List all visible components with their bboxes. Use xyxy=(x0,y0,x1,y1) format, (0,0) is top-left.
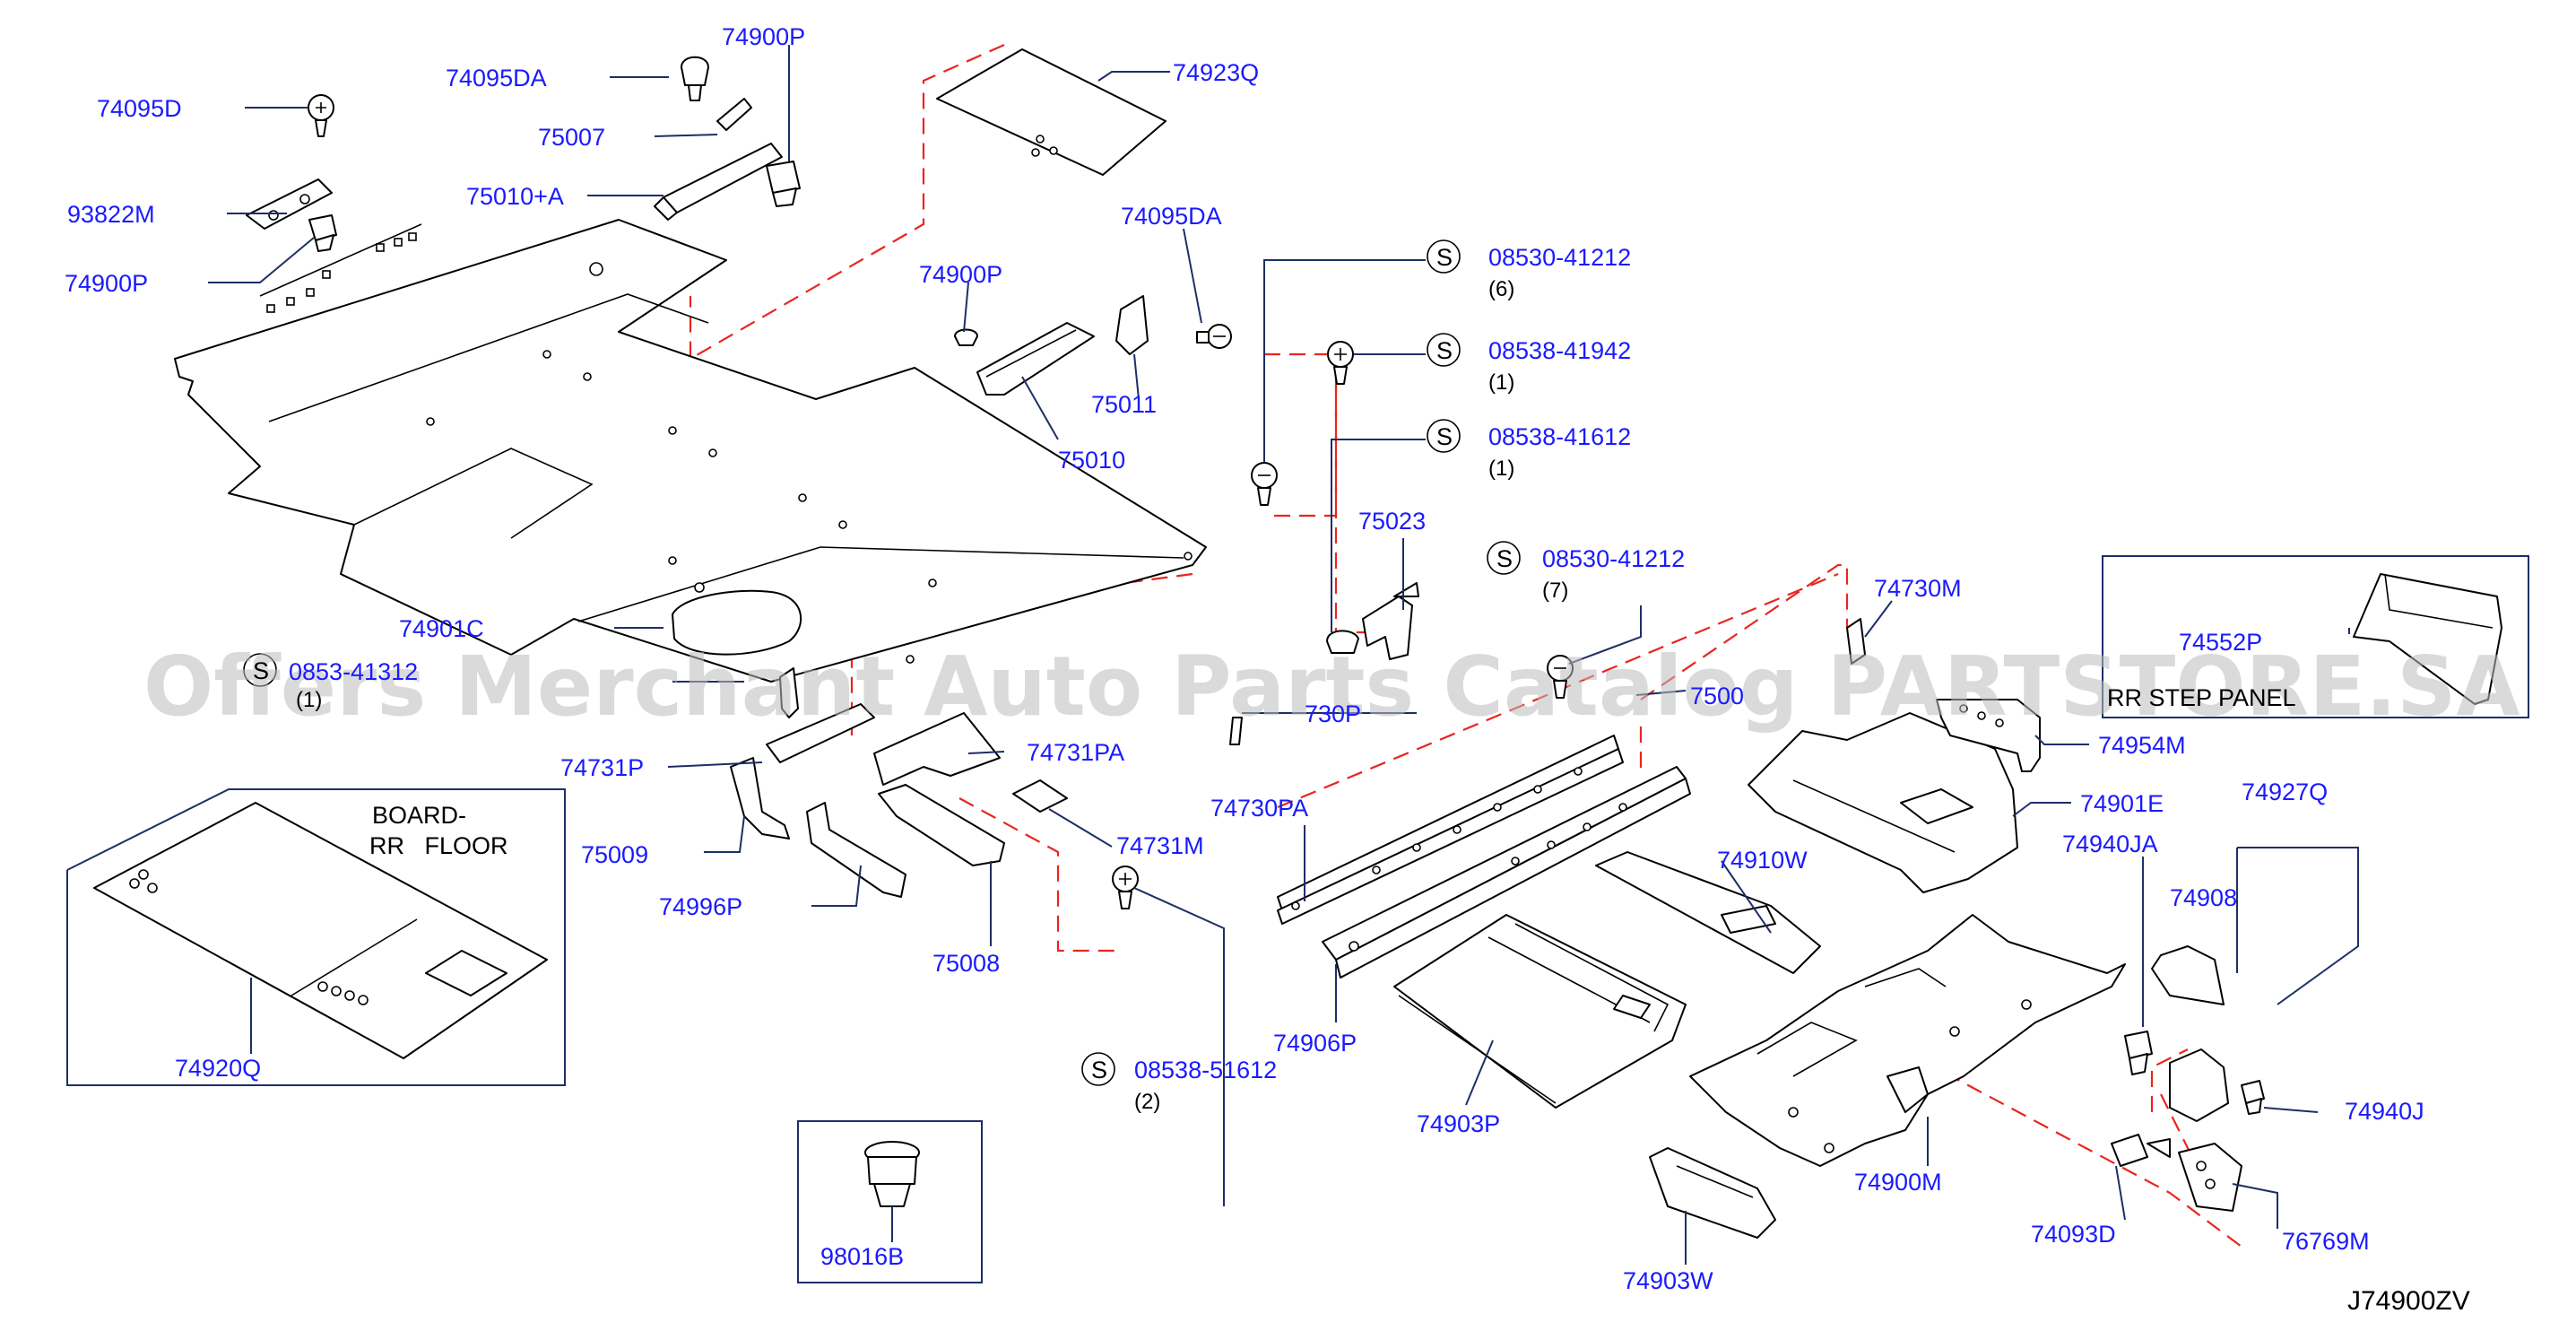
screw-marker-4 xyxy=(1487,541,1521,575)
label-76769m[interactable]: 76769M xyxy=(2282,1228,2370,1255)
label-74906p[interactable]: 74906P xyxy=(1273,1030,1357,1057)
label-74908[interactable]: 74908 xyxy=(2170,884,2237,911)
label-74730pa[interactable]: 74730PA xyxy=(1210,795,1308,822)
screw-part-1[interactable]: 08530-41212 xyxy=(1488,244,1631,271)
pad-74923q xyxy=(936,48,1167,176)
screw-labels: S 08530-41212 (6) S 08538-41942 (1) S 08… xyxy=(253,244,1685,1114)
screw-qty-2: (1) xyxy=(1488,370,1514,395)
label-74927q[interactable]: 74927Q xyxy=(2242,779,2328,805)
label-74731p[interactable]: 74731P xyxy=(560,754,644,781)
label-74903w[interactable]: 74903W xyxy=(1623,1267,1713,1294)
panel-74903w xyxy=(1649,1147,1776,1239)
rr-step-panel-box xyxy=(2102,555,2529,718)
screw-marker-3 xyxy=(1427,419,1461,453)
screw-part-6[interactable]: 0853-41312 xyxy=(289,658,418,685)
label-74731m[interactable]: 74731M xyxy=(1116,832,1204,859)
screw-part-4[interactable]: 08530-41212 xyxy=(1542,545,1685,572)
lower-floor-74900m xyxy=(1689,914,2126,1167)
label-74996p[interactable]: 74996P xyxy=(659,893,742,920)
label-74954m[interactable]: 74954M xyxy=(2098,732,2186,759)
floor-carpet-74901c xyxy=(174,219,1207,683)
label-74095da-a[interactable]: 74095DA xyxy=(446,65,547,91)
brackets-74731 xyxy=(730,703,1139,909)
label-74901e[interactable]: 74901E xyxy=(2080,790,2164,817)
label-74901c[interactable]: 74901C xyxy=(399,615,484,642)
screw-marker-6 xyxy=(243,653,277,687)
label-75010[interactable]: 75010 xyxy=(1058,447,1125,474)
label-74940ja[interactable]: 74940JA xyxy=(2062,831,2158,857)
screw-qty-1: (6) xyxy=(1488,277,1514,301)
panel-74910w xyxy=(1595,851,1821,974)
board-label-line2: RR FLOOR xyxy=(369,832,508,859)
part-labels: 74095D 93822M 74900P 74095DA 75007 75010… xyxy=(65,23,2424,1294)
label-74730m[interactable]: 74730M xyxy=(1874,575,1962,602)
label-74730p-partial[interactable]: 730P xyxy=(1305,700,1361,727)
screw-mark-5: S xyxy=(1091,1057,1107,1083)
label-74900p-b[interactable]: 74900P xyxy=(722,23,805,50)
label-74552p[interactable]: 74552P xyxy=(2179,629,2262,656)
screw-part-2[interactable]: 08538-41942 xyxy=(1488,337,1631,364)
screw-qty-4: (7) xyxy=(1542,579,1568,603)
screw-mark-4: S xyxy=(1496,545,1513,572)
center-screws xyxy=(779,341,1574,745)
label-74095d[interactable]: 74095D xyxy=(97,95,182,122)
board-label-line1: BOARD- xyxy=(372,802,466,829)
label-74093d[interactable]: 74093D xyxy=(2031,1221,2116,1248)
bracket-75010 xyxy=(954,295,1232,396)
board-rr-floor-box xyxy=(66,788,566,1086)
label-74940j[interactable]: 74940J xyxy=(2345,1098,2424,1125)
label-74920q[interactable]: 74920Q xyxy=(175,1055,261,1082)
screw-marker-5 xyxy=(1081,1052,1115,1086)
screw-marker-2 xyxy=(1427,333,1461,367)
label-93822m[interactable]: 93822M xyxy=(67,201,155,228)
screw-qty-5: (2) xyxy=(1134,1090,1160,1114)
label-75011[interactable]: 75011 xyxy=(1091,391,1157,418)
screw-mark-2: S xyxy=(1436,337,1453,364)
leader-lines xyxy=(208,45,2359,1265)
label-74731pa[interactable]: 74731PA xyxy=(1027,739,1124,766)
label-75010a[interactable]: 75010+A xyxy=(466,183,564,210)
screw-part-3[interactable]: 08538-41612 xyxy=(1488,423,1631,450)
diagram-code: J74900ZV xyxy=(2347,1286,2470,1316)
label-75008[interactable]: 75008 xyxy=(932,950,1000,977)
label-98016b[interactable]: 98016B xyxy=(820,1243,904,1270)
inset-label: RR STEP PANEL xyxy=(2107,684,2296,711)
screw-mark-6: S xyxy=(253,657,269,684)
label-75023[interactable]: 75023 xyxy=(1358,508,1426,535)
label-74923q[interactable]: 74923Q xyxy=(1173,59,1259,86)
screw-mark-3: S xyxy=(1436,423,1453,450)
label-75000-partial[interactable]: 7500 xyxy=(1690,683,1744,709)
parts-74730m-74954m xyxy=(1846,618,2041,772)
clip-98016b-box xyxy=(797,1120,983,1283)
screw-marker-1 xyxy=(1427,239,1461,274)
screw-mark-1: S xyxy=(1436,244,1453,271)
label-74910w[interactable]: 74910W xyxy=(1717,847,1808,874)
carpet-74901e xyxy=(1748,712,2018,893)
label-75009[interactable]: 75009 xyxy=(581,841,648,868)
screw-qty-3: (1) xyxy=(1488,457,1514,481)
screw-part-5[interactable]: 08538-51612 xyxy=(1134,1057,1277,1083)
watermark-text: Offers Merchant Auto Parts Catalog PARTS… xyxy=(143,639,2520,735)
right-bracket-group xyxy=(2111,945,2265,1212)
screw-markers xyxy=(243,239,1521,1086)
fastener-group-top-left xyxy=(246,56,801,252)
label-74903p[interactable]: 74903P xyxy=(1417,1110,1500,1137)
label-74095da-b[interactable]: 74095DA xyxy=(1121,203,1222,230)
label-75007[interactable]: 75007 xyxy=(538,124,605,151)
crossmembers xyxy=(1277,735,1691,979)
tray-74903p xyxy=(1393,914,1687,1109)
screw-qty-6: (1) xyxy=(296,688,322,712)
label-74900p-c[interactable]: 74900P xyxy=(919,261,1002,288)
label-74900p-a[interactable]: 74900P xyxy=(65,270,148,297)
label-74900m[interactable]: 74900M xyxy=(1854,1169,1942,1196)
